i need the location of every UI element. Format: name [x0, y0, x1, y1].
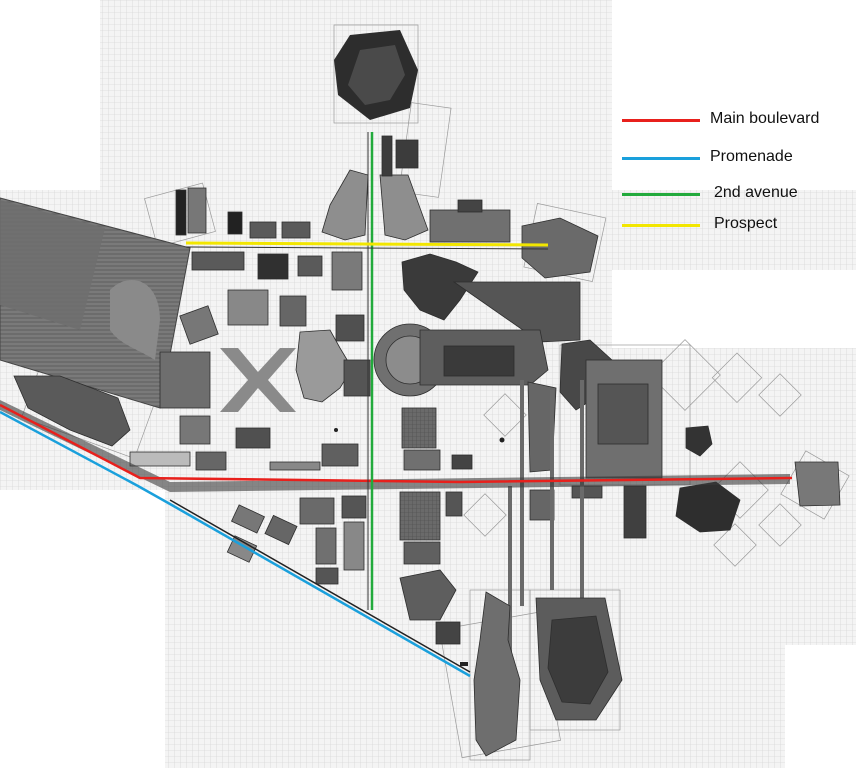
- prospect-road: [185, 241, 549, 247]
- site-markers: [334, 428, 505, 666]
- central-buildings: [13, 289, 841, 533]
- north-buildings: [175, 135, 599, 343]
- ramp-structure: [0, 197, 191, 409]
- legend-swatch-green: [622, 193, 700, 196]
- legend-item-main-boulevard: Main boulevard: [622, 108, 852, 132]
- legend-label: Main boulevard: [710, 110, 820, 127]
- south-tower-complex: [473, 591, 623, 757]
- legend-label: Promenade: [710, 148, 793, 165]
- legend-item-promenade: Promenade: [622, 146, 852, 170]
- gray-avenues: [508, 380, 584, 666]
- x-plaza: [220, 348, 296, 412]
- legend-item-prospect: Prospect: [622, 213, 852, 237]
- legend-swatch-blue: [622, 157, 700, 160]
- promenade-road: [0, 410, 471, 678]
- main-boulevard-road: [0, 403, 793, 484]
- legend-item-second-avenue: 2nd avenue: [622, 182, 852, 206]
- legend-label: 2nd avenue: [714, 184, 798, 201]
- south-buildings: [226, 485, 647, 645]
- legend-swatch-yellow: [622, 224, 700, 227]
- north-monument: [334, 30, 418, 120]
- road-network: [0, 132, 793, 678]
- legend-label: Prospect: [714, 215, 778, 232]
- legend-swatch-red: [622, 119, 700, 122]
